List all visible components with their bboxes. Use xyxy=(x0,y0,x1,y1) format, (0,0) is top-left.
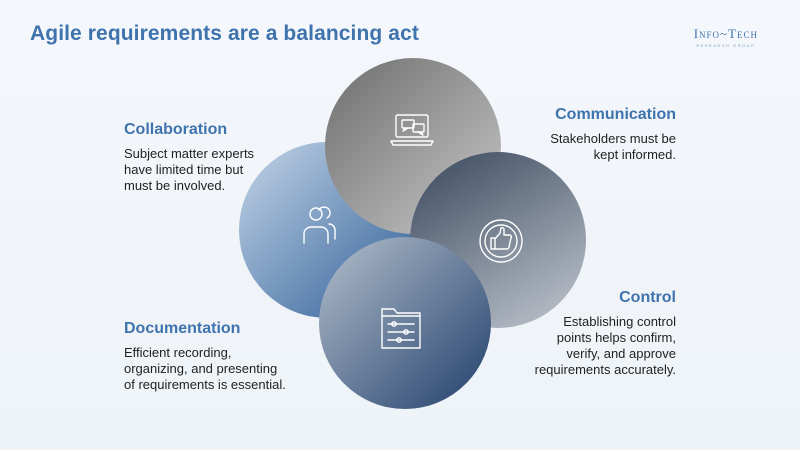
control-line: Establishing control xyxy=(563,314,676,329)
documentation-text: Efficient recording, organizing, and pre… xyxy=(124,345,344,393)
folder-settings-icon xyxy=(381,308,421,349)
control-text: Establishing control points helps confir… xyxy=(456,314,676,378)
collaboration-heading: Collaboration xyxy=(124,121,228,138)
documentation-block: Documentation Efficient recording, organ… xyxy=(124,320,344,393)
documentation-heading: Documentation xyxy=(124,320,241,337)
control-block: Control Establishing control points help… xyxy=(456,289,676,378)
collaboration-line: have limited time but xyxy=(124,162,244,177)
logo-subtitle: RESEARCH GROUP xyxy=(696,43,756,48)
documentation-circle xyxy=(319,237,491,409)
thumbs-up-icon xyxy=(479,219,523,263)
documentation-line: Efficient recording, xyxy=(124,345,232,360)
collaboration-text: Subject matter experts have limited time… xyxy=(124,146,324,194)
control-line: requirements accurately. xyxy=(534,362,676,377)
people-icon xyxy=(303,206,336,244)
collaboration-block: Collaboration Subject matter experts hav… xyxy=(124,121,324,194)
brand-logo: Info~Tech RESEARCH GROUP xyxy=(694,26,758,48)
documentation-line: of requirements is essential. xyxy=(124,377,286,392)
collaboration-line: must be involved. xyxy=(124,178,226,193)
logo-name: Info~Tech xyxy=(693,26,758,41)
communication-line: kept informed. xyxy=(593,147,676,162)
laptop-chat-icon xyxy=(390,114,434,146)
documentation-line: organizing, and presenting xyxy=(124,361,278,376)
communication-heading: Communication xyxy=(555,106,676,123)
control-heading: Control xyxy=(619,289,676,306)
collaboration-line: Subject matter experts xyxy=(124,146,255,161)
control-line: verify, and approve xyxy=(566,346,676,361)
communication-block: Communication Stakeholders must be kept … xyxy=(456,106,676,163)
page-title: Agile requirements are a balancing act xyxy=(30,22,419,45)
communication-text: Stakeholders must be kept informed. xyxy=(456,131,676,163)
control-line: points helps confirm, xyxy=(556,330,676,345)
communication-line: Stakeholders must be xyxy=(550,131,676,146)
